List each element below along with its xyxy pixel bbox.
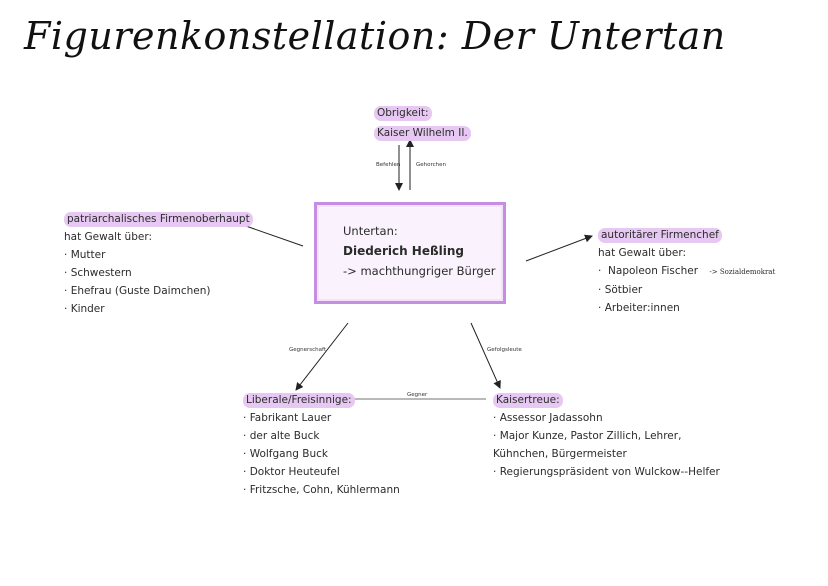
right-sub: hat Gewalt über: (598, 247, 686, 259)
arrow-to-right (525, 234, 593, 262)
arrow-to-bottom-right (470, 322, 501, 389)
bottom-right-heading: Kaisertreue: (493, 393, 563, 408)
list-item: Fabrikant Lauer (243, 409, 400, 427)
list-item: Assessor Jadassohn (493, 409, 720, 427)
list-item: Major Kunze, Pastor Zillich, Lehrer, (493, 427, 720, 445)
list-item: Kühnchen, Bürgermeister (493, 448, 627, 460)
list-item: Wolfgang Buck (243, 445, 400, 463)
list-item: Mutter (64, 246, 253, 264)
label-gefolgsleute: Gefolgsleute (487, 347, 522, 353)
obrigkeit-name: Kaiser Wilhelm II. (374, 126, 471, 141)
right-node: autoritärer Firmenchef hat Gewalt über: … (598, 226, 775, 317)
label-gegner: Gegner (407, 392, 428, 398)
list-item: der alte Buck (243, 427, 400, 445)
list-item: Napoleon Fischer -> Sozialdemokrat (598, 262, 775, 281)
list-item: Kinder (64, 300, 253, 318)
list-item: Arbeiter:innen (598, 299, 775, 317)
bottom-left-node: Liberale/Freisinnige: Fabrikant Lauer de… (243, 391, 400, 499)
list-item: Sötbier (598, 281, 775, 299)
right-note: -> Sozialdemokrat (709, 268, 776, 276)
center-desc: -> machthungriger Bürger (343, 264, 496, 278)
obrigkeit-label: Obrigkeit: (374, 106, 432, 121)
right-heading: autoritärer Firmenchef (598, 228, 722, 243)
obrigkeit-node: Obrigkeit: Kaiser Wilhelm II. (374, 104, 471, 142)
bottom-left-heading: Liberale/Freisinnige: (243, 393, 355, 408)
label-gehorchen: Gehorchen (416, 162, 447, 168)
arrow-to-bottom-left (295, 322, 349, 391)
left-node: patriarchalisches Firmenoberhaupt hat Ge… (64, 210, 253, 318)
page-title: Figurenkonstellation: Der Untertan (24, 14, 726, 58)
list-item-text: Napoleon Fischer (608, 265, 699, 277)
list-item: Ehefrau (Guste Daimchen) (64, 282, 253, 300)
center-node: Untertan: Diederich Heßling -> machthung… (314, 202, 506, 304)
center-label: Untertan: (343, 224, 398, 238)
list-item: Fritzsche, Cohn, Kühlermann (243, 481, 400, 499)
left-sub: hat Gewalt über: (64, 231, 152, 243)
list-item: Regierungspräsident von Wulckow--Helfer (493, 463, 720, 481)
list-item: Schwestern (64, 264, 253, 282)
list-item: Doktor Heuteufel (243, 463, 400, 481)
center-name: Diederich Heßling (343, 244, 464, 258)
bottom-right-node: Kaisertreue: Assessor Jadassohn Major Ku… (493, 391, 720, 481)
label-gegnerschaft: Gegnerschaft (289, 347, 327, 353)
left-heading: patriarchalisches Firmenoberhaupt (64, 212, 253, 227)
label-befehlen: Befehlen (376, 162, 401, 168)
